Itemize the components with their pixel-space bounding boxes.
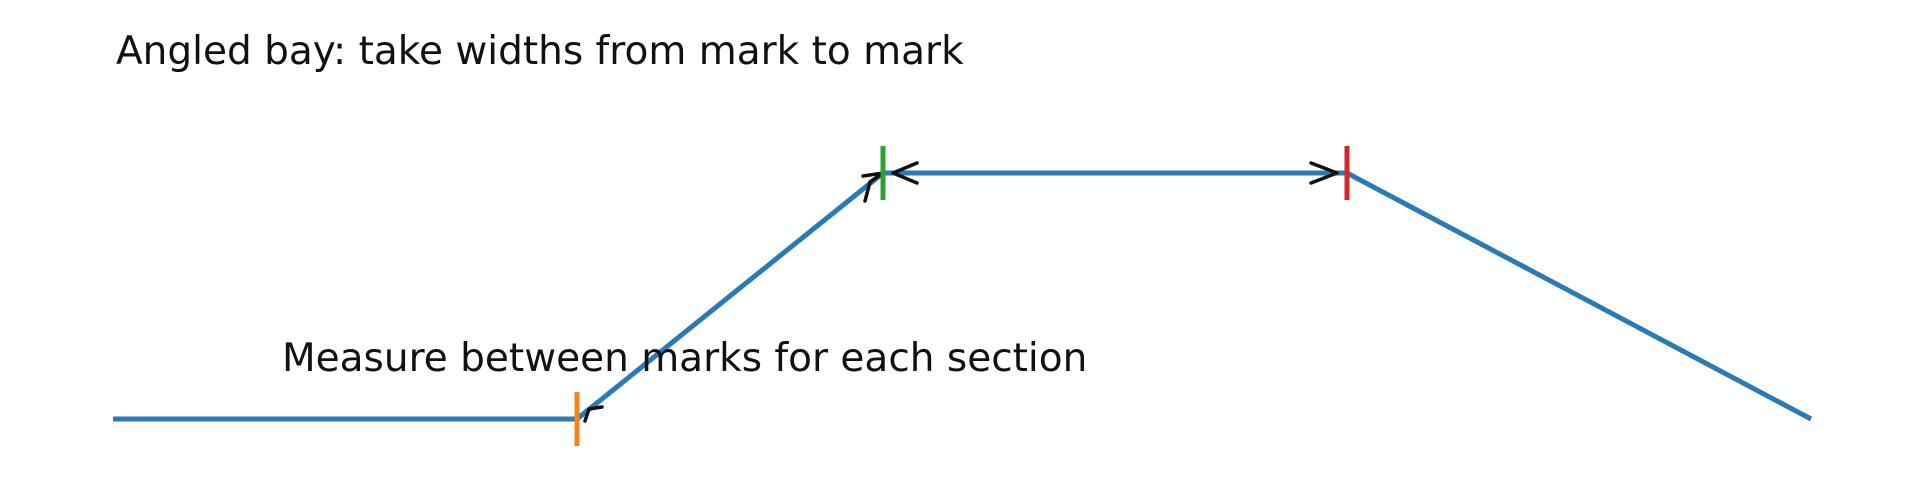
slope-arrowhead-top — [861, 171, 885, 203]
top-arrowhead-left — [891, 161, 919, 185]
measurement-arrows — [583, 161, 1339, 423]
top-arrowhead-right — [1309, 161, 1339, 185]
slope-arrowhead-bottom — [583, 405, 604, 423]
measurement-note: Measure between marks for each section — [282, 336, 1087, 381]
bay-profile-line — [113, 170, 1813, 422]
diagram-title: Angled bay: take widths from mark to mar… — [116, 29, 964, 74]
